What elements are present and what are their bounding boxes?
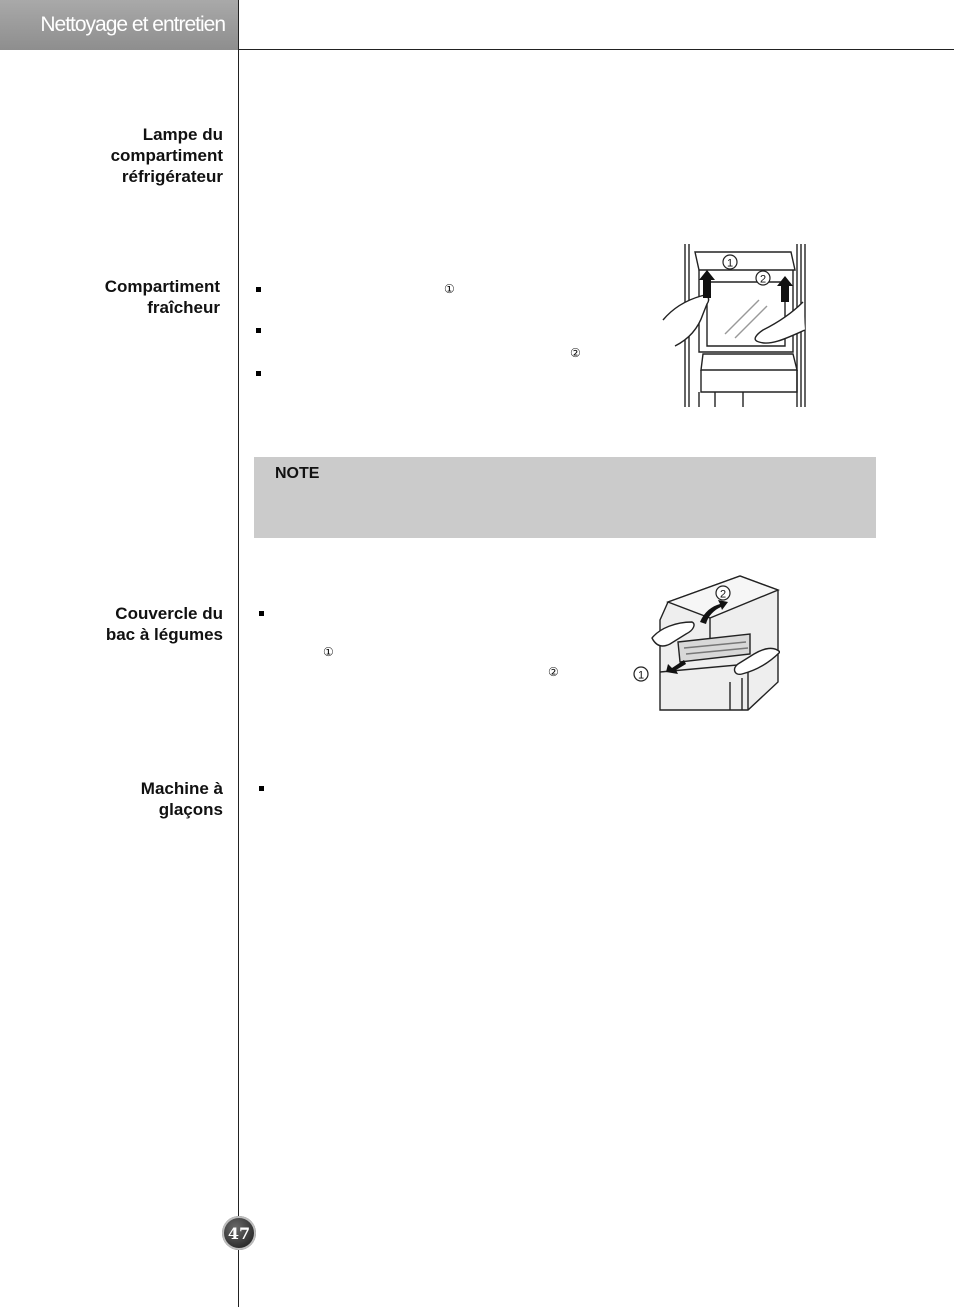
svg-text:1: 1 bbox=[727, 258, 733, 270]
page-number: 47 bbox=[222, 1216, 256, 1250]
fresh-compartment-illustration: 1 2 bbox=[662, 244, 806, 407]
step-marker-1: ① bbox=[323, 645, 334, 659]
section-label-fridge-lamp: Lampe du compartiment réfrigérateur bbox=[110, 125, 223, 186]
svg-text:1: 1 bbox=[638, 670, 644, 682]
vertical-divider bbox=[238, 0, 239, 1307]
bullet-marker bbox=[259, 786, 264, 791]
header-rule bbox=[239, 49, 954, 50]
bullet-marker bbox=[256, 371, 261, 376]
step-marker-1: ① bbox=[444, 282, 455, 296]
section-label-ice-maker: Machine à glaçons bbox=[140, 779, 223, 819]
vegetable-cover-illustration: 2 1 bbox=[633, 575, 780, 711]
section-label-vegetable-cover: Couvercle du bac à légumes bbox=[105, 604, 223, 644]
section-label-fresh-compartment: Compartiment fraîcheur bbox=[104, 277, 220, 317]
note-box: NOTE bbox=[254, 457, 876, 538]
step-marker-2: ② bbox=[548, 665, 559, 679]
bullet-marker bbox=[259, 611, 264, 616]
note-title: NOTE bbox=[275, 465, 320, 482]
bullet-marker bbox=[256, 328, 261, 333]
header-title: Nettoyage et entretien bbox=[0, 0, 239, 50]
svg-text:2: 2 bbox=[720, 589, 726, 601]
svg-text:2: 2 bbox=[760, 274, 766, 286]
bullet-marker bbox=[256, 287, 261, 292]
step-marker-2: ② bbox=[570, 346, 581, 360]
